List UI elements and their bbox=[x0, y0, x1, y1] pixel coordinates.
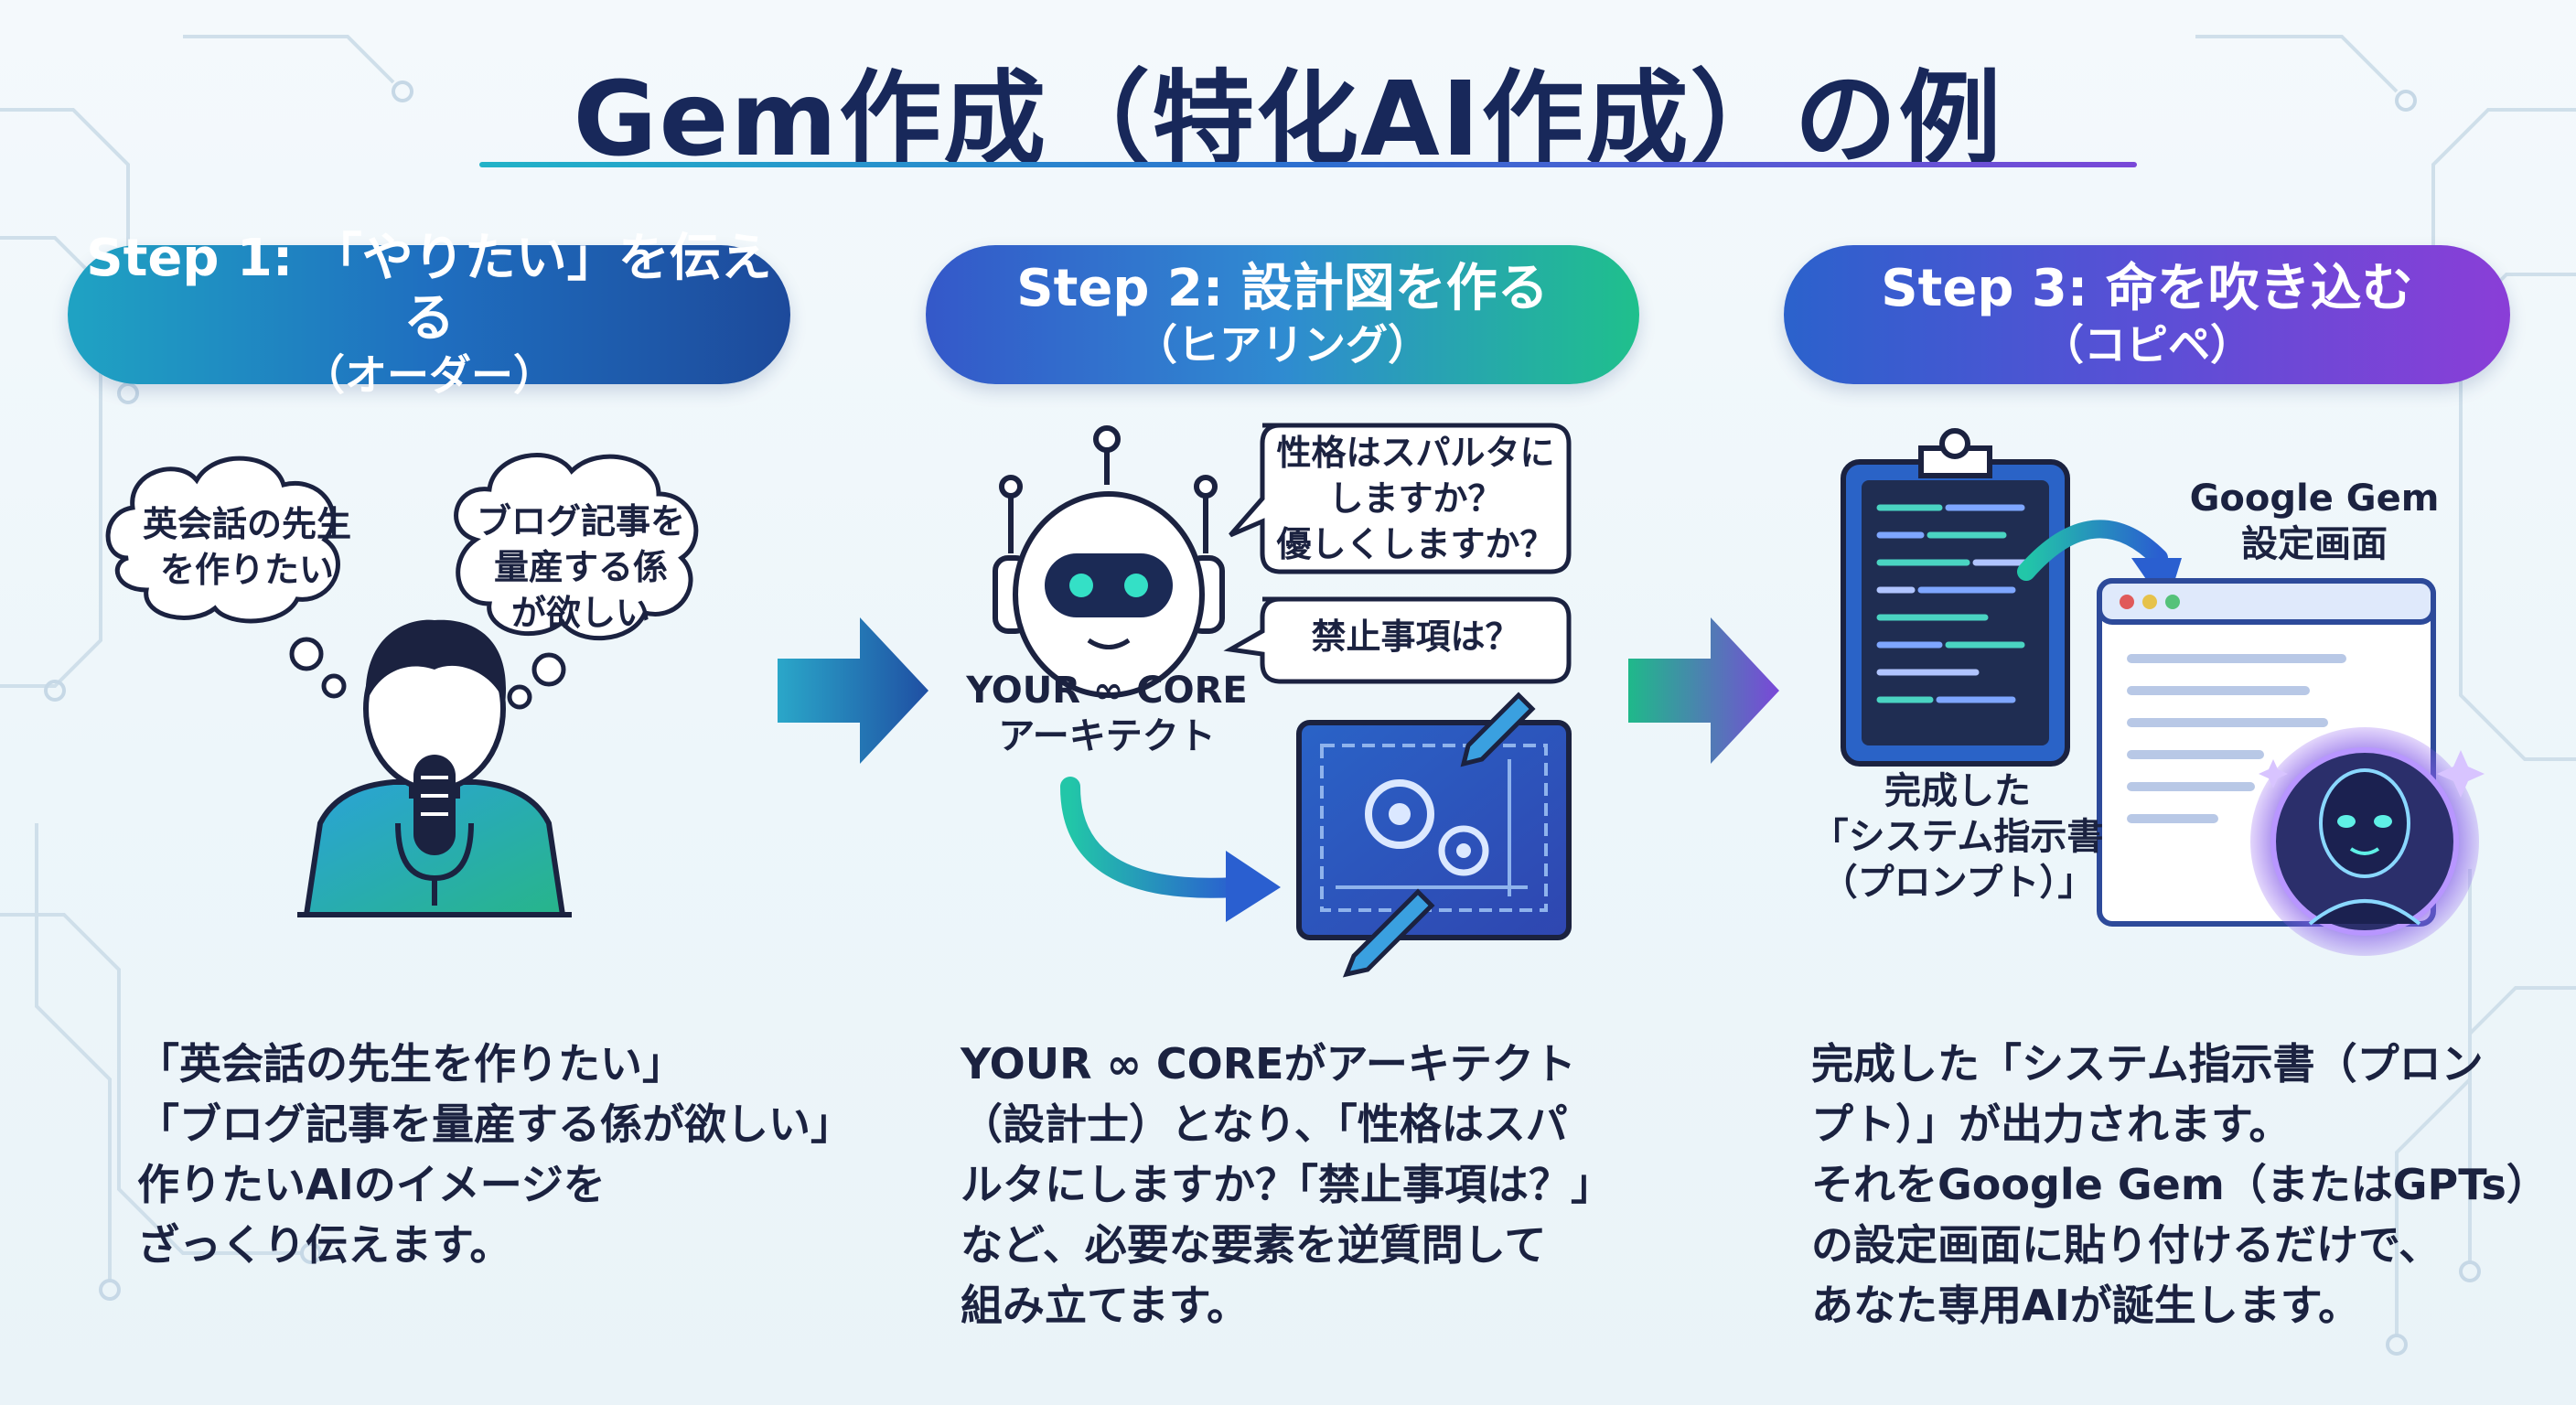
step-2-header: Step 2: 設計図を作る （ヒアリング） bbox=[926, 245, 1639, 384]
question-bubble-prohibitions: 禁止事項は？ bbox=[1311, 617, 1520, 657]
step-3-subtitle: （コピペ） bbox=[2042, 320, 2252, 370]
step-2-description: YOUR ∞ COREがアーキテクト （設計士）となり、「性格はスパ ルタにしま… bbox=[961, 1039, 1613, 1330]
arrow-right-icon bbox=[1628, 617, 1779, 764]
step-2-title: Step 2: 設計図を作る bbox=[1016, 259, 1549, 318]
robot-architect-icon bbox=[993, 423, 1572, 978]
person-with-mic-icon bbox=[105, 453, 699, 917]
page-title: Gem作成（特化AI作成）の例 bbox=[573, 60, 2003, 179]
step-1-header: Step 1: 「やりたい」を伝える （オーダー） bbox=[68, 229, 790, 400]
thought-cloud-1: 英会話の先生 を作りたい bbox=[142, 504, 351, 590]
clipboard-to-gem-icon bbox=[1841, 428, 2485, 956]
step-3-header: Step 3: 命を吹き込む （コピペ） bbox=[1784, 245, 2510, 384]
step-1-description: 「英会話の先生を作りたい」 「ブログ記事を量産する係が欲しい」 作りたいAIのイ… bbox=[137, 1039, 853, 1270]
arrow-right-icon bbox=[778, 617, 928, 764]
step-3-description: 完成した「システム指示書（プロン プト）」が出力されます。 それをGoogle … bbox=[1811, 1039, 2549, 1330]
robot-label: YOUR ∞ CORE アーキテクト bbox=[966, 670, 1248, 757]
step-2-subtitle: （ヒアリング） bbox=[1135, 320, 1430, 370]
question-bubble-personality: 性格はスパルタに しますか？ 優しくしますか？ bbox=[1276, 433, 1555, 564]
system-prompt-label: 完成した 「システム指示書 （プロンプト）」 bbox=[1811, 770, 2104, 904]
gem-settings-label: Google Gem 設定画面 bbox=[2189, 477, 2440, 565]
step-1-subtitle: （オーダー） bbox=[303, 350, 555, 400]
step-1-title: Step 1: 「やりたい」を伝える bbox=[86, 229, 772, 349]
step-3-title: Step 3: 命を吹き込む bbox=[1881, 259, 2413, 318]
title-underline bbox=[479, 162, 2137, 167]
thought-cloud-2: ブログ記事を 量産する係 が欲しい bbox=[476, 501, 685, 633]
